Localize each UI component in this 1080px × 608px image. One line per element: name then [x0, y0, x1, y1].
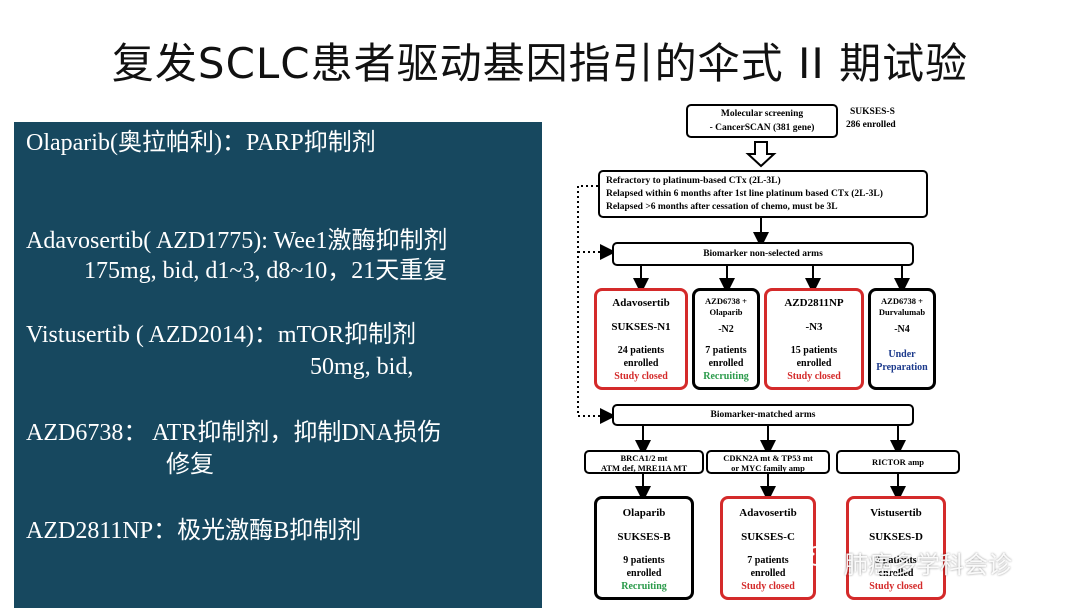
arm-enrolled: enrolled — [626, 568, 662, 579]
arm-enrolled: enrolled — [708, 358, 744, 369]
arm-drug: Vistusertib — [870, 507, 922, 519]
criterion-3: Relapsed >6 months after cessation of ch… — [606, 202, 838, 212]
biomarker-line-2: or MYC family amp — [731, 463, 805, 473]
biomarker-line-2: ATM def, MRE11A MT — [600, 463, 688, 473]
arm-patients: 24 patients — [617, 345, 665, 356]
non-selected-arms-box: Biomarker non-selected arms — [612, 242, 914, 266]
arm-enrolled: enrolled — [878, 568, 914, 579]
arm-status: Under — [888, 349, 916, 360]
arm-patients: 3 patients — [875, 555, 917, 566]
criterion-2: Relapsed within 6 months after 1st line … — [606, 189, 883, 199]
arm-d-box: Vistusertib SUKSES-D 3 patients enrolled… — [846, 496, 946, 600]
non-selected-label: Biomarker non-selected arms — [703, 249, 823, 259]
arm-drug: Adavosertib — [739, 507, 797, 519]
arm-n1-box: Adavosertib SUKSES-N1 24 patients enroll… — [594, 288, 688, 390]
arm-code: SUKSES-N1 — [611, 321, 671, 333]
screening-line2: - CancerSCAN (381 gene) — [709, 123, 815, 133]
azd6738-line-cont: 修复 — [166, 452, 214, 478]
slide-title: 复发SCLC患者驱动基因指引的伞式 II 期试验 — [111, 39, 969, 88]
wechat-icon — [804, 544, 838, 580]
vistusertib-line: Vistusertib ( AZD2014)：mTOR抑制剂 — [26, 322, 417, 348]
arm-enrolled: enrolled — [750, 568, 786, 579]
wechat-watermark: 肺癌多学科会诊 — [804, 545, 1012, 579]
arm-status: Study closed — [741, 581, 795, 592]
arm-b-box: Olaparib SUKSES-B 9 patients enrolled Re… — [594, 496, 694, 600]
biomarker-box-3: RICTOR amp — [836, 450, 960, 474]
flowchart-connectors — [577, 141, 910, 502]
matched-arms-box: Biomarker-matched arms — [612, 404, 914, 426]
arm-patients: 7 patients — [747, 555, 789, 566]
arm-drug: AZD2811NP — [784, 297, 844, 309]
adavosertib-line: Adavosertib( AZD1775): Wee1激酶抑制剂 — [26, 228, 448, 254]
arm-status: Study closed — [869, 581, 923, 592]
arm-status: Study closed — [614, 371, 668, 382]
arm-drug: AZD6738 + — [881, 296, 923, 306]
arm-code: SUKSES-B — [617, 531, 671, 543]
arm-drug-2: Olaparib — [709, 307, 743, 317]
sukses-s-name: SUKSES-S — [850, 107, 895, 117]
screening-arrow — [745, 141, 777, 168]
biomarker-box-2: CDKN2A mt & TP53 mt or MYC family amp — [706, 450, 830, 474]
azd2811np-line: AZD2811NP：极光激酶B抑制剂 — [26, 518, 362, 544]
arm-c-box: Adavosertib SUKSES-C 7 patients enrolled… — [720, 496, 816, 600]
vistusertib-dosing-line: 50mg, bid, — [310, 354, 414, 380]
olaparib-line: Olaparib(奥拉帕利)：PARP抑制剂 — [26, 130, 376, 156]
arm-drug-2: Durvalumab — [878, 307, 926, 317]
drug-description-panel: Olaparib(奥拉帕利)：PARP抑制剂 Adavosertib( AZD1… — [14, 122, 542, 608]
arm-code: -N4 — [894, 324, 910, 335]
arm-drug: Adavosertib — [612, 297, 670, 309]
arm-code: SUKSES-D — [869, 531, 923, 543]
arm-code: -N2 — [718, 324, 734, 335]
arm-drug: Olaparib — [622, 507, 666, 519]
biomarker-line: BRCA1/2 mt — [620, 453, 668, 463]
arm-patients: 9 patients — [623, 555, 665, 566]
eligibility-criteria-box: Refractory to platinum-based CTx (2L-3L)… — [598, 170, 928, 218]
arm-status: Recruiting — [703, 371, 749, 382]
screening-line1: Molecular screening — [720, 109, 804, 119]
arm-n3-box: AZD2811NP -N3 15 patients enrolled Study… — [764, 288, 864, 390]
arm-enrolled: enrolled — [796, 358, 832, 369]
adavosertib-dosing-line: 175mg, bid, d1~3, d8~10，21天重复 — [84, 258, 448, 284]
trial-flowchart: Molecular screening - CancerSCAN (381 ge… — [568, 100, 1068, 608]
arm-code: -N3 — [805, 321, 823, 333]
biomarker-line: CDKN2A mt & TP53 mt — [723, 453, 813, 463]
criterion-1: Refractory to platinum-based CTx (2L-3L) — [606, 176, 781, 186]
watermark-text: 肺癌多学科会诊 — [844, 550, 1012, 579]
biomarker-line: RICTOR amp — [871, 457, 925, 467]
arm-n4-box: AZD6738 + Durvalumab -N4 Under Preparati… — [868, 288, 936, 390]
arm-drug: AZD6738 + — [705, 296, 747, 306]
arm-status: Recruiting — [621, 581, 667, 592]
arm-n2-box: AZD6738 + Olaparib -N2 7 patients enroll… — [692, 288, 760, 390]
dotted-connector — [577, 185, 616, 424]
arm-status: Study closed — [787, 371, 841, 382]
arm-patients: 7 patients — [705, 345, 747, 356]
arm-enrolled: enrolled — [623, 358, 659, 369]
molecular-screening-box: Molecular screening - CancerSCAN (381 ge… — [686, 104, 838, 138]
biomarker-box-1: BRCA1/2 mt ATM def, MRE11A MT — [584, 450, 704, 474]
sukses-s-enrolled: 286 enrolled — [846, 120, 896, 130]
arm-patients: 15 patients — [790, 345, 838, 356]
matched-label: Biomarker-matched arms — [710, 410, 816, 420]
azd6738-line: AZD6738： ATR抑制剂，抑制DNA损伤 — [26, 420, 442, 446]
arm-status-2: Preparation — [876, 362, 928, 373]
arm-code: SUKSES-C — [741, 531, 795, 543]
